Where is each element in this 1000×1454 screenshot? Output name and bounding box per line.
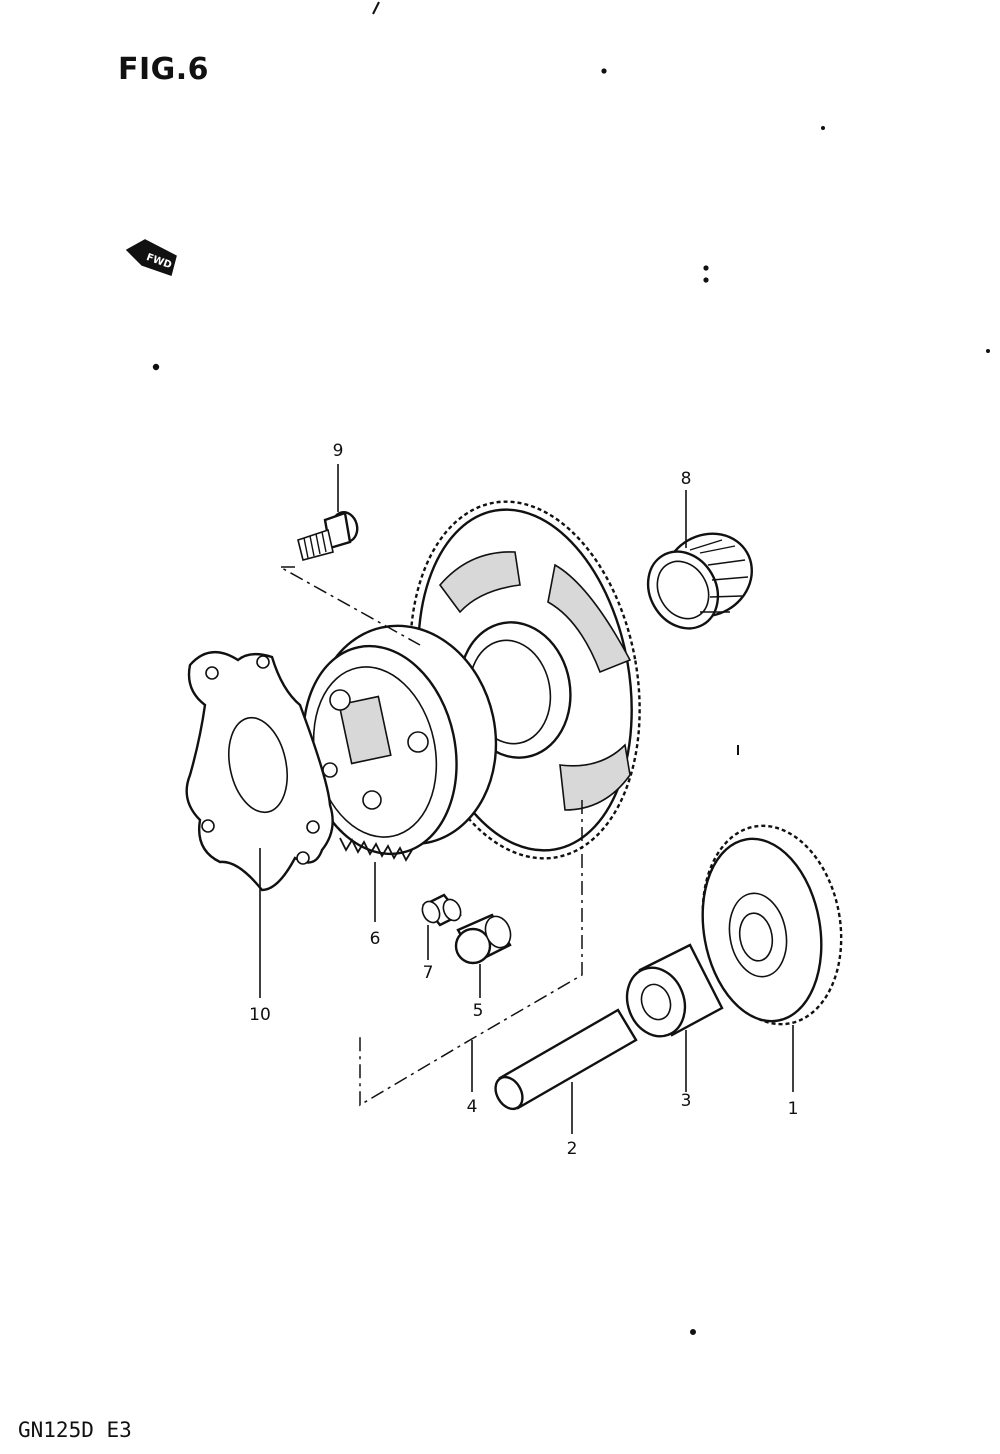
push-pin	[421, 893, 462, 927]
bolt	[297, 510, 359, 561]
part-number-labels: 9 8 6 7 10 5 4 3 1 2	[249, 441, 798, 1159]
model-code: GN125D E3	[18, 1418, 132, 1442]
spacer	[625, 943, 724, 1038]
label-part-7: 7	[423, 963, 434, 983]
fwd-arrow-icon: FWD	[125, 239, 177, 276]
needle-bearing	[646, 532, 754, 630]
label-part-3: 3	[681, 1091, 692, 1111]
clutch-housing	[302, 624, 498, 856]
driven-gear	[701, 824, 843, 1026]
leader-lines	[259, 464, 794, 1134]
label-part-9: 9	[333, 441, 344, 461]
shaft	[494, 1008, 638, 1111]
label-part-8: 8	[681, 469, 692, 489]
label-part-4: 4	[467, 1097, 478, 1117]
label-part-2: 2	[567, 1139, 578, 1159]
label-part-5: 5	[473, 1001, 484, 1021]
retaining-plate	[185, 651, 334, 892]
spring	[339, 837, 413, 862]
label-part-1: 1	[788, 1099, 799, 1119]
figure-title: FIG.6	[118, 52, 210, 87]
label-part-6: 6	[370, 929, 381, 949]
scan-marks	[152, 1, 990, 1335]
roller	[454, 913, 512, 965]
label-part-10: 10	[249, 1005, 271, 1025]
